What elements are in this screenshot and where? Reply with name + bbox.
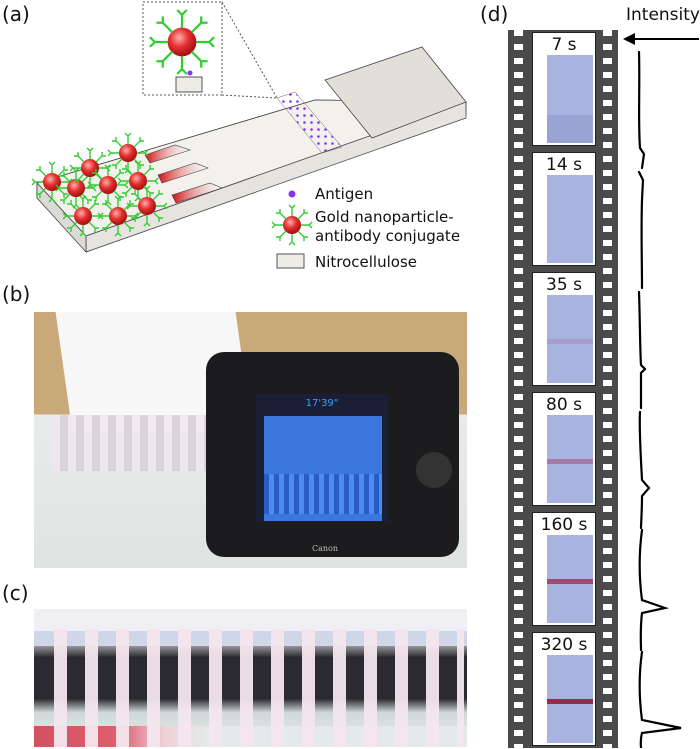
test-line [547,579,593,584]
camera-dial [416,452,452,488]
legend-nitrocellulose: Nitrocellulose [315,253,417,271]
frame-160s: 160 s [532,512,596,626]
strips-photo [34,609,467,747]
frame-80s: 80 s [532,392,596,506]
antigen-icon [288,190,296,198]
test-strip [547,175,593,263]
frame-time: 35 s [546,275,582,295]
legend-conjugate-1: Gold nanoparticle- [315,208,454,226]
frame-time: 160 s [540,515,588,535]
panel-label-b: (b) [2,282,31,306]
test-line [547,339,593,344]
intensity-profiles [637,50,682,748]
test-strip [547,295,593,383]
test-line [547,699,593,704]
frame-14s: 14 s [532,152,596,266]
screen-time: 17'39" [305,398,339,409]
lateral-flow-strip-diagram [31,1,467,269]
test-strip [547,55,593,143]
camera-photo: 17'39" Canon [34,312,467,568]
frame-time: 80 s [546,395,582,415]
intensity-arrow-icon [623,33,699,45]
legend-antigen: Antigen [315,185,374,203]
strip-tray [52,415,232,471]
panel-label-c: (c) [2,581,29,605]
test-strip [547,415,593,503]
camera-brand: Canon [312,544,339,553]
intensity-label: Intensity [626,5,700,25]
frame-time: 14 s [546,155,582,175]
frame-35s: 35 s [532,272,596,386]
frame-time: 7 s [551,35,577,55]
frame-7s: 7 s [532,32,596,146]
test-line [547,459,593,464]
test-strip [547,535,593,623]
film-strip: 7 s 14 s 35 s 80 s 160 s 320 s [508,30,618,748]
legend-conjugate-2: antibody conjugate [315,227,461,245]
panel-label-a: (a) [2,2,30,26]
frame-time: 320 s [540,635,588,655]
camera-screen: 17'39" [256,394,388,522]
panel-label-d: (d) [480,2,509,26]
test-strip [547,655,593,743]
frame-320s: 320 s [532,632,596,746]
